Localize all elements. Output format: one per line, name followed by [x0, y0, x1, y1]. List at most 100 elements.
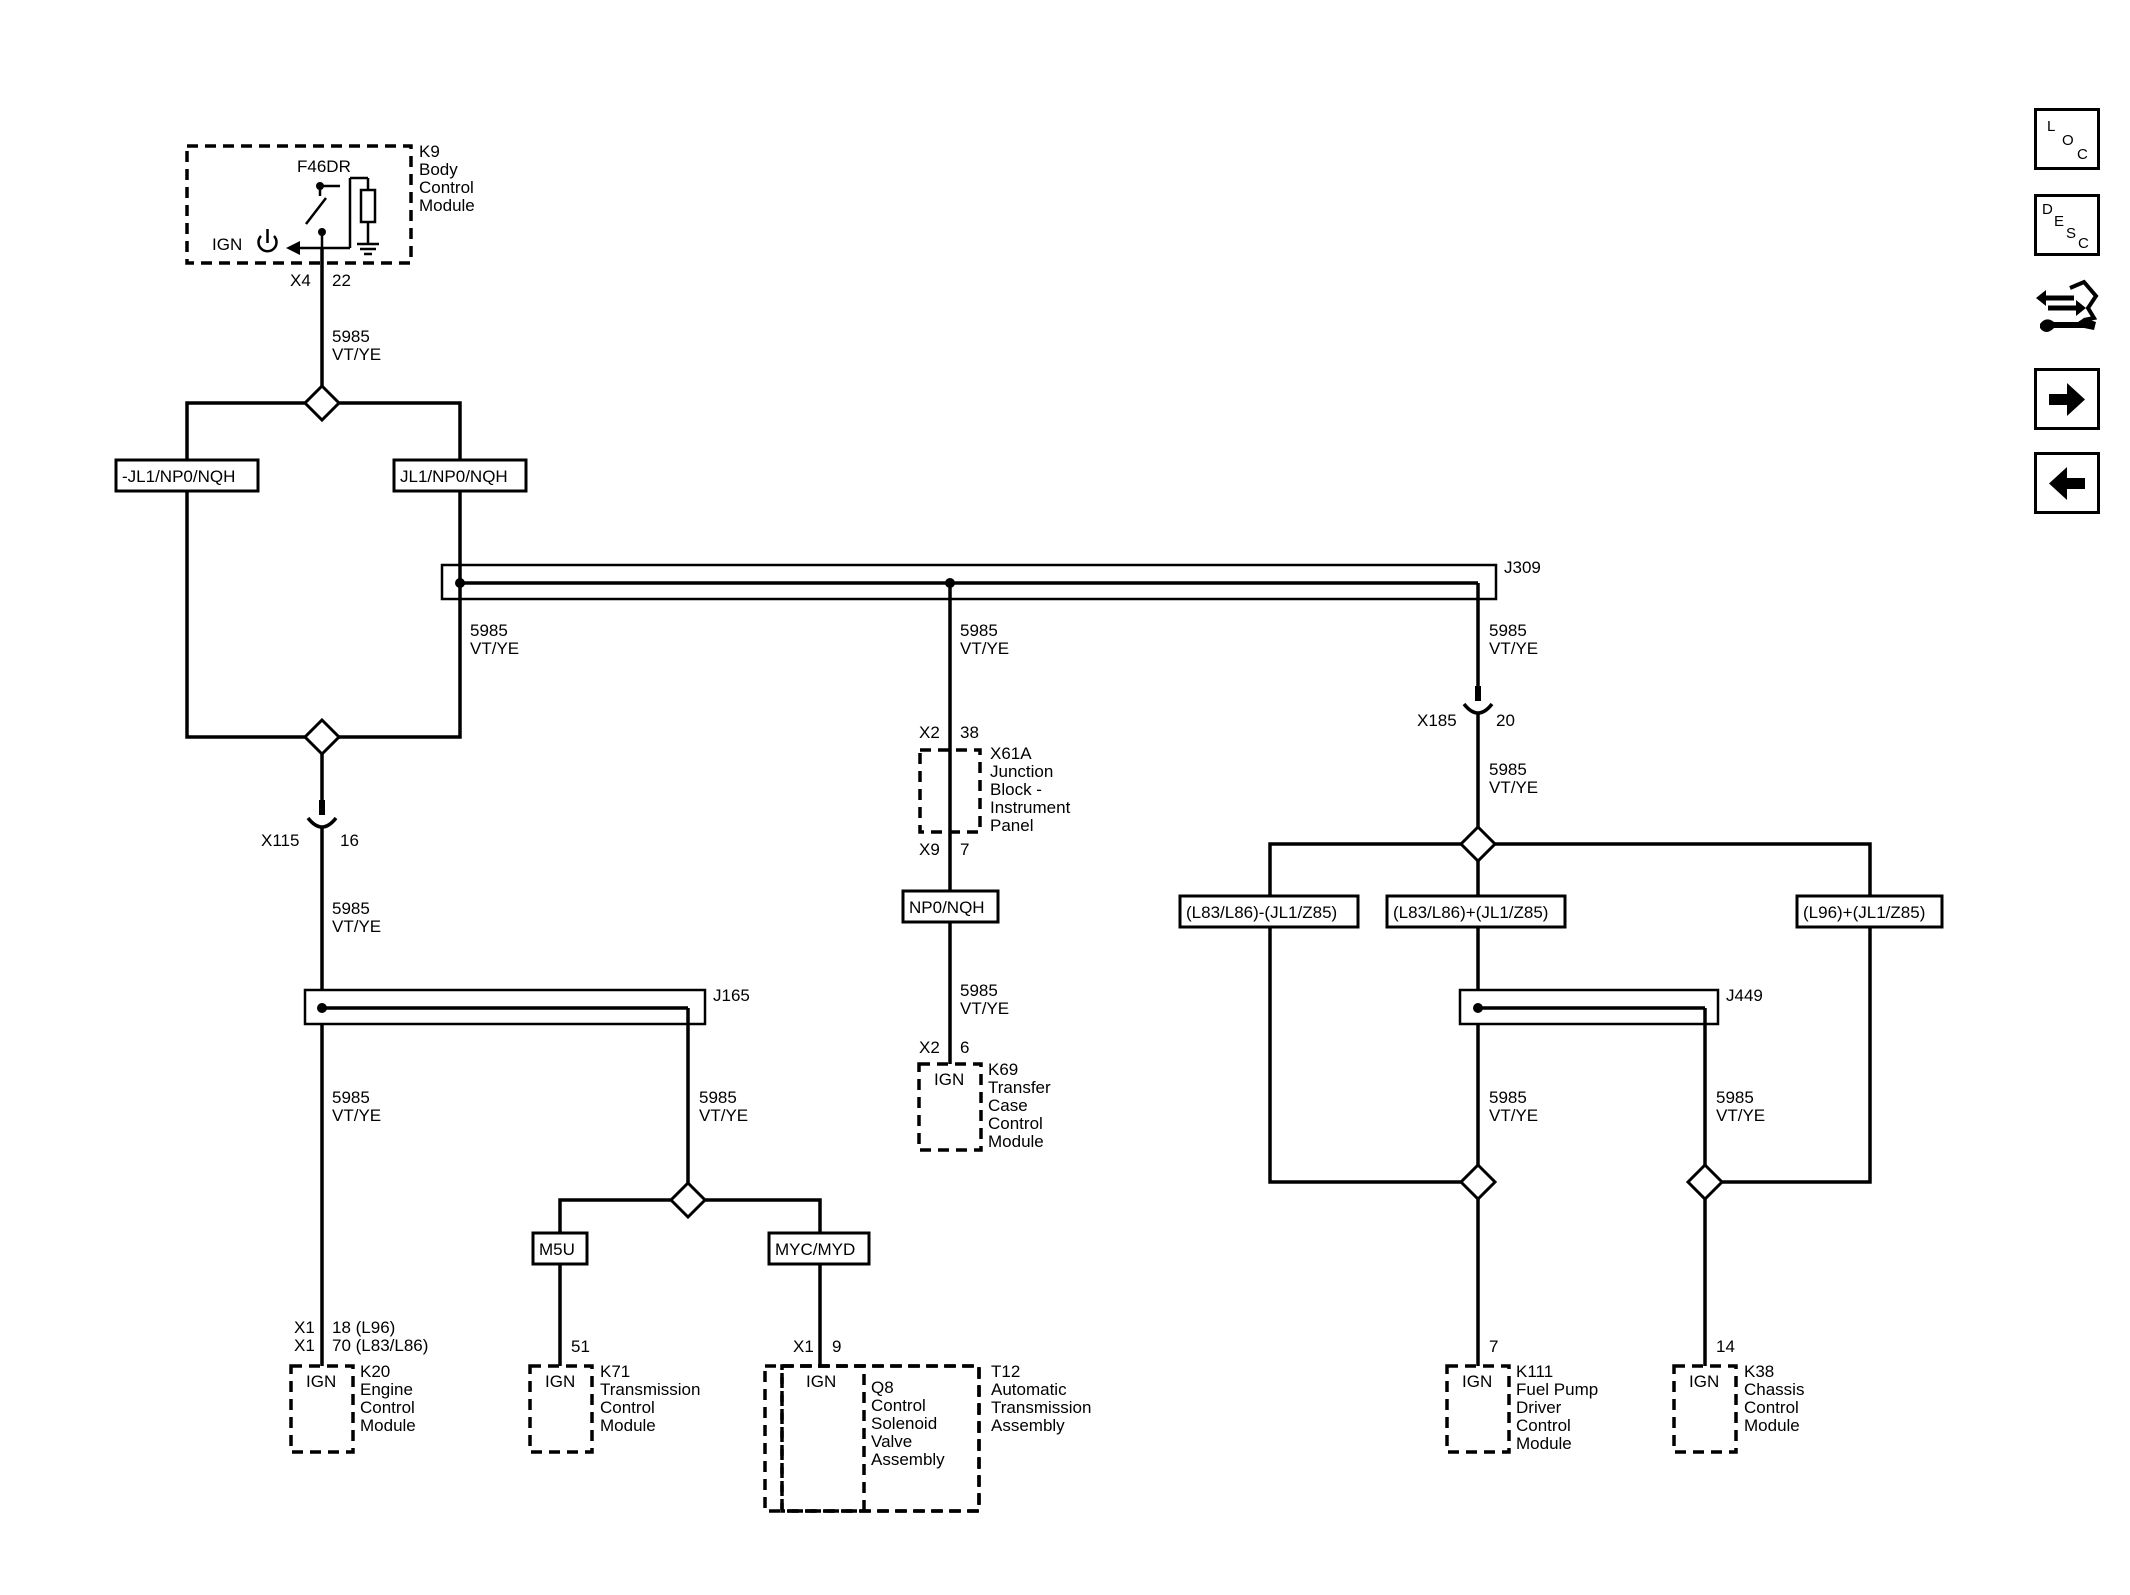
svg-text:VT/YE: VT/YE [332, 1106, 381, 1125]
svg-text:IGN: IGN [545, 1372, 575, 1391]
svg-text:JL1/NP0/NQH: JL1/NP0/NQH [400, 467, 508, 486]
svg-text:5985: 5985 [699, 1088, 737, 1107]
svg-text:Driver: Driver [1516, 1398, 1562, 1417]
svg-text:6: 6 [960, 1038, 969, 1057]
svg-text:K111: K111 [1516, 1362, 1553, 1381]
svg-text:VT/YE: VT/YE [332, 917, 381, 936]
option-diamond [302, 717, 342, 757]
splice-j449: J449 [1458, 986, 1763, 1026]
svg-text:5985: 5985 [470, 621, 508, 640]
previous-button[interactable] [2034, 452, 2100, 514]
k20-engine-control-module: X1 18 (L96) X1 70 (L83/L86) IGN K20 Engi… [289, 1318, 428, 1454]
k9-pin-label: IGN [212, 235, 242, 254]
k71-transmission-control-module: 51 IGN K71 Transmission Control Module [528, 1337, 700, 1454]
option-box-jl1: JL1/NP0/NQH [392, 458, 528, 493]
svg-text:IGN: IGN [306, 1372, 336, 1391]
splice-j309: J309 [440, 558, 1541, 601]
svg-text:Assembly: Assembly [991, 1416, 1065, 1435]
option-box-not-jl1: -JL1/NP0/NQH [114, 458, 260, 493]
option-box-l83-l86-plus: (L83/L86)+(JL1/Z85) [1385, 894, 1567, 929]
svg-text:Case: Case [988, 1096, 1028, 1115]
svg-text:VT/YE: VT/YE [1716, 1106, 1765, 1125]
svg-text:IGN: IGN [806, 1372, 836, 1391]
svg-text:X2: X2 [919, 1038, 940, 1057]
svg-text:Panel: Panel [990, 816, 1033, 835]
svg-text:Control: Control [1516, 1416, 1571, 1435]
svg-text:K69: K69 [988, 1060, 1018, 1079]
svg-text:Chassis: Chassis [1744, 1380, 1804, 1399]
svg-text:J449: J449 [1726, 986, 1763, 1005]
svg-text:VT/YE: VT/YE [1489, 639, 1538, 658]
svg-text:Control: Control [988, 1114, 1043, 1133]
svg-text:70 (L83/L86): 70 (L83/L86) [332, 1336, 428, 1355]
k9-pin: 22 [332, 271, 351, 290]
inline-connector-x115: X115 16 [261, 800, 359, 850]
svg-text:5985: 5985 [1489, 760, 1527, 779]
k9-body-control-module: IGN F46DR K9 Body Control Module X4 22 [185, 142, 475, 290]
loc-button[interactable]: L O C [2034, 108, 2100, 170]
svg-text:VT/YE: VT/YE [470, 639, 519, 658]
svg-text:MYC/MYD: MYC/MYD [775, 1240, 855, 1259]
svg-text:5985: 5985 [1716, 1088, 1754, 1107]
svg-text:(L83/L86)+(JL1/Z85): (L83/L86)+(JL1/Z85) [1393, 903, 1548, 922]
svg-text:Transmission: Transmission [600, 1380, 700, 1399]
svg-text:X61A: X61A [990, 744, 1032, 763]
svg-text:Junction: Junction [990, 762, 1053, 781]
svg-text:J309: J309 [1504, 558, 1541, 577]
svg-text:M5U: M5U [539, 1240, 575, 1259]
svg-text:IGN: IGN [934, 1070, 964, 1089]
svg-text:VT/YE: VT/YE [960, 639, 1009, 658]
svg-text:5985: 5985 [1489, 1088, 1527, 1107]
svg-text:Control: Control [871, 1396, 926, 1415]
svg-text:K38: K38 [1744, 1362, 1774, 1381]
svg-text:Solenoid: Solenoid [871, 1414, 937, 1433]
svg-text:7: 7 [960, 840, 969, 859]
svg-text:NP0/NQH: NP0/NQH [909, 898, 985, 917]
k69-transfer-case-control-module: X2 6 IGN K69 Transfer Case Control Modul… [917, 1038, 1051, 1152]
svg-text:Transfer: Transfer [988, 1078, 1051, 1097]
svg-text:Transmission: Transmission [991, 1398, 1091, 1417]
connector-tool-button[interactable] [2034, 278, 2100, 340]
option-box-m5u: M5U [531, 1231, 589, 1266]
option-box-l96-plus: (L96)+(JL1/Z85) [1795, 894, 1944, 929]
svg-text:Module: Module [360, 1416, 416, 1435]
svg-text:J165: J165 [713, 986, 750, 1005]
svg-text:51: 51 [571, 1337, 590, 1356]
svg-text:VT/YE: VT/YE [332, 345, 381, 364]
svg-text:(L96)+(JL1/Z85): (L96)+(JL1/Z85) [1803, 903, 1925, 922]
svg-text:(L83/L86)-(JL1/Z85): (L83/L86)-(JL1/Z85) [1186, 903, 1337, 922]
svg-text:5985: 5985 [332, 1088, 370, 1107]
k38-chassis-control-module: 14 IGN K38 Chassis Control Module [1672, 1337, 1804, 1454]
next-button[interactable] [2034, 368, 2100, 430]
option-diamond [668, 1180, 708, 1220]
inline-connector-x185: X185 20 [1417, 686, 1515, 730]
svg-text:Fuel Pump: Fuel Pump [1516, 1380, 1598, 1399]
svg-text:5985: 5985 [960, 981, 998, 1000]
svg-text:VT/YE: VT/YE [960, 999, 1009, 1018]
svg-text:5985: 5985 [332, 327, 370, 346]
svg-text:Q8: Q8 [871, 1378, 894, 1397]
svg-text:18 (L96): 18 (L96) [332, 1318, 395, 1337]
svg-text:5985: 5985 [1489, 621, 1527, 640]
svg-text:Instrument: Instrument [990, 798, 1071, 817]
svg-text:X9: X9 [919, 840, 940, 859]
k9-fuse-label: F46DR [297, 157, 351, 176]
option-diamond [1458, 824, 1498, 864]
svg-text:5985: 5985 [332, 899, 370, 918]
svg-text:VT/YE: VT/YE [699, 1106, 748, 1125]
desc-button[interactable]: D E S C [2034, 194, 2100, 256]
svg-text:X1: X1 [793, 1337, 814, 1356]
x61a-junction-block-instrument-panel: X2 38 X61A Junction Block - Instrument P… [918, 723, 1071, 859]
svg-text:5985: 5985 [960, 621, 998, 640]
k9-connector: X4 [290, 271, 311, 290]
next-arrow-icon [2049, 383, 2085, 416]
svg-text:VT/YE: VT/YE [1489, 778, 1538, 797]
svg-text:IGN: IGN [1462, 1372, 1492, 1391]
svg-text:7: 7 [1489, 1337, 1498, 1356]
svg-text:Automatic: Automatic [991, 1380, 1067, 1399]
svg-text:T12: T12 [991, 1362, 1020, 1381]
svg-text:X115: X115 [261, 831, 299, 850]
svg-text:Module: Module [419, 196, 475, 215]
option-diamond [1458, 1162, 1498, 1202]
